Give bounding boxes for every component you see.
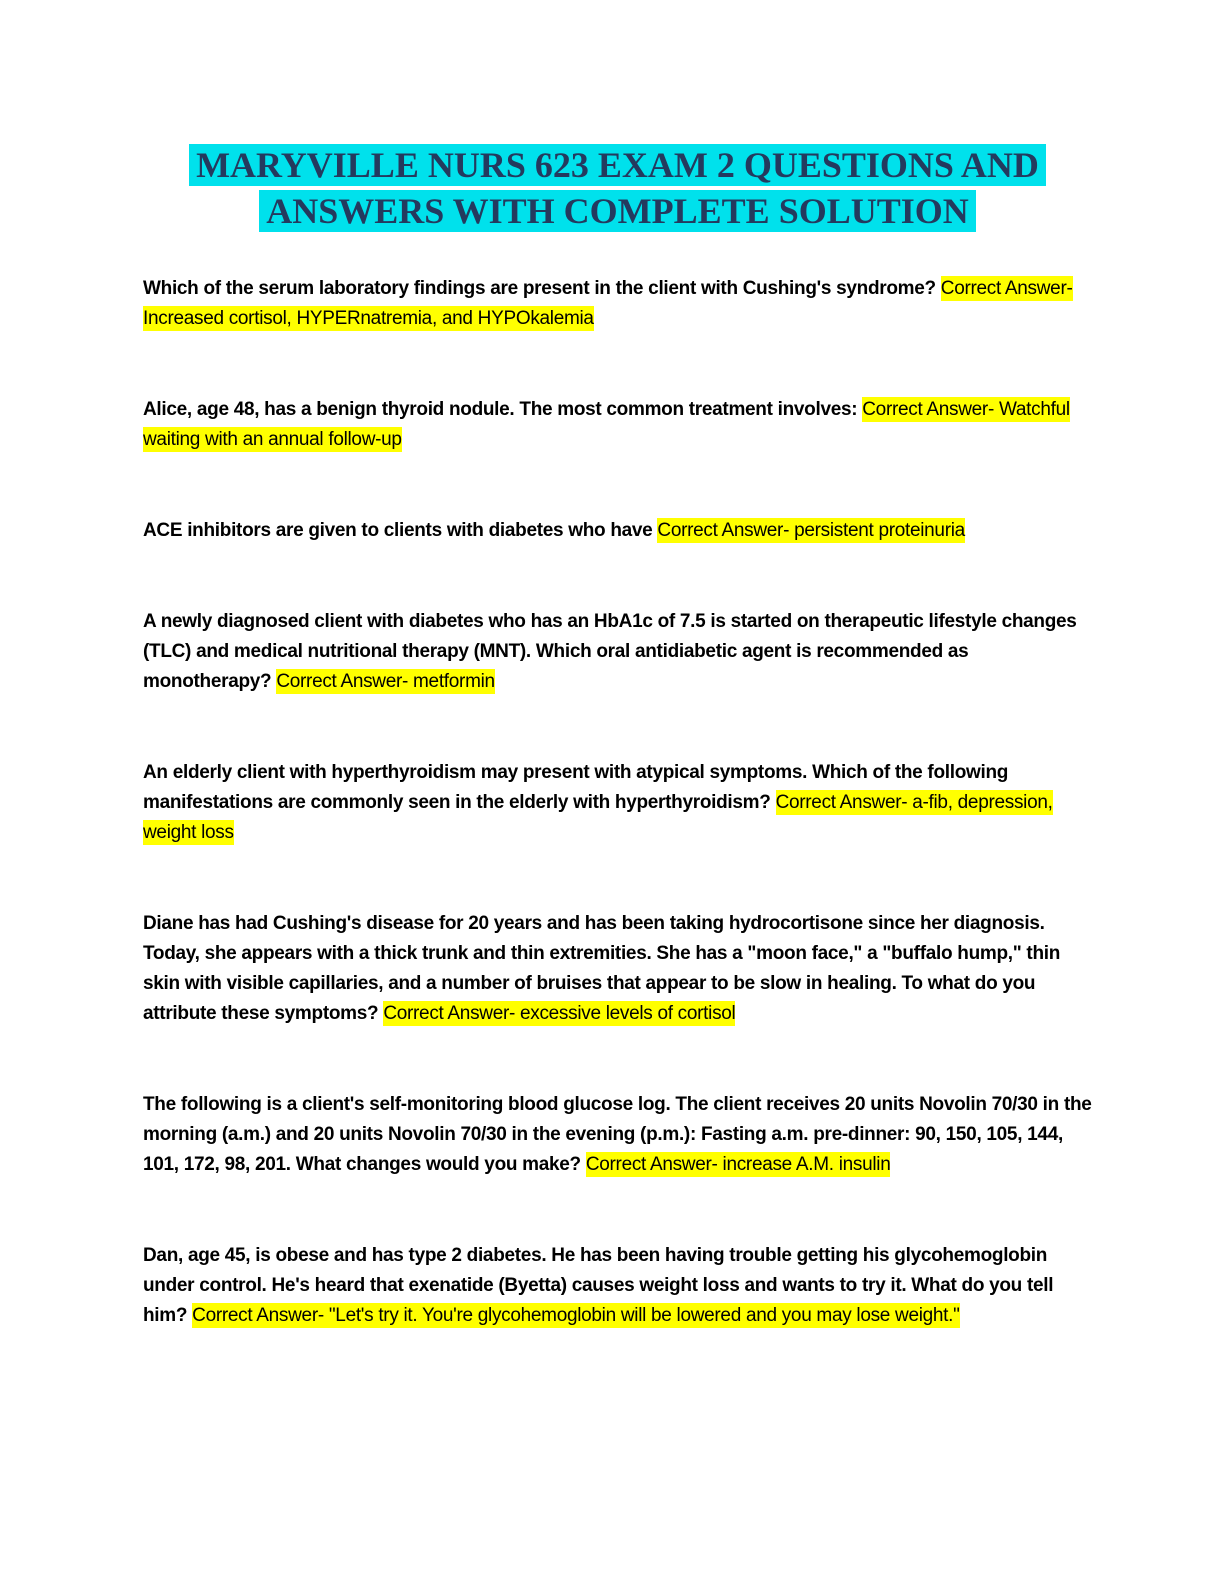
qa-item-2: Alice, age 48, has a benign thyroid nodu… bbox=[143, 395, 1092, 455]
answer-highlight: Correct Answer- persistent proteinuria bbox=[657, 518, 965, 543]
title-line-1: MARYVILLE NURS 623 EXAM 2 QUESTIONS AND bbox=[189, 144, 1046, 186]
question-text: Which of the serum laboratory findings a… bbox=[143, 278, 941, 299]
question-text: An elderly client with hyperthyroidism m… bbox=[143, 762, 1009, 813]
question-text: Dan, age 45, is obese and has type 2 dia… bbox=[143, 1245, 1054, 1326]
answer-highlight: Correct Answer- increase A.M. insulin bbox=[585, 1152, 891, 1177]
qa-item-5: An elderly client with hyperthyroidism m… bbox=[143, 758, 1092, 848]
qa-item-1: Which of the serum laboratory findings a… bbox=[143, 274, 1092, 334]
title-line-2: ANSWERS WITH COMPLETE SOLUTION bbox=[259, 190, 976, 232]
question-text: Diane has had Cushing's disease for 20 y… bbox=[143, 913, 1061, 1024]
answer-highlight: Correct Answer- "Let's try it. You're gl… bbox=[192, 1303, 960, 1328]
question-text: A newly diagnosed client with diabetes w… bbox=[143, 611, 1077, 692]
qa-item-8: Dan, age 45, is obese and has type 2 dia… bbox=[143, 1241, 1092, 1331]
answer-highlight: Correct Answer- metformin bbox=[276, 669, 495, 694]
answer-highlight: Correct Answer- excessive levels of cort… bbox=[383, 1001, 736, 1026]
qa-item-7: The following is a client's self-monitor… bbox=[143, 1090, 1092, 1180]
question-text: Alice, age 48, has a benign thyroid nodu… bbox=[143, 399, 863, 420]
question-text: ACE inhibitors are given to clients with… bbox=[143, 520, 658, 541]
qa-item-3: ACE inhibitors are given to clients with… bbox=[143, 516, 1092, 546]
question-text: The following is a client's self-monitor… bbox=[143, 1094, 1092, 1175]
qa-item-4: A newly diagnosed client with diabetes w… bbox=[143, 607, 1092, 697]
qa-item-6: Diane has had Cushing's disease for 20 y… bbox=[143, 909, 1092, 1029]
